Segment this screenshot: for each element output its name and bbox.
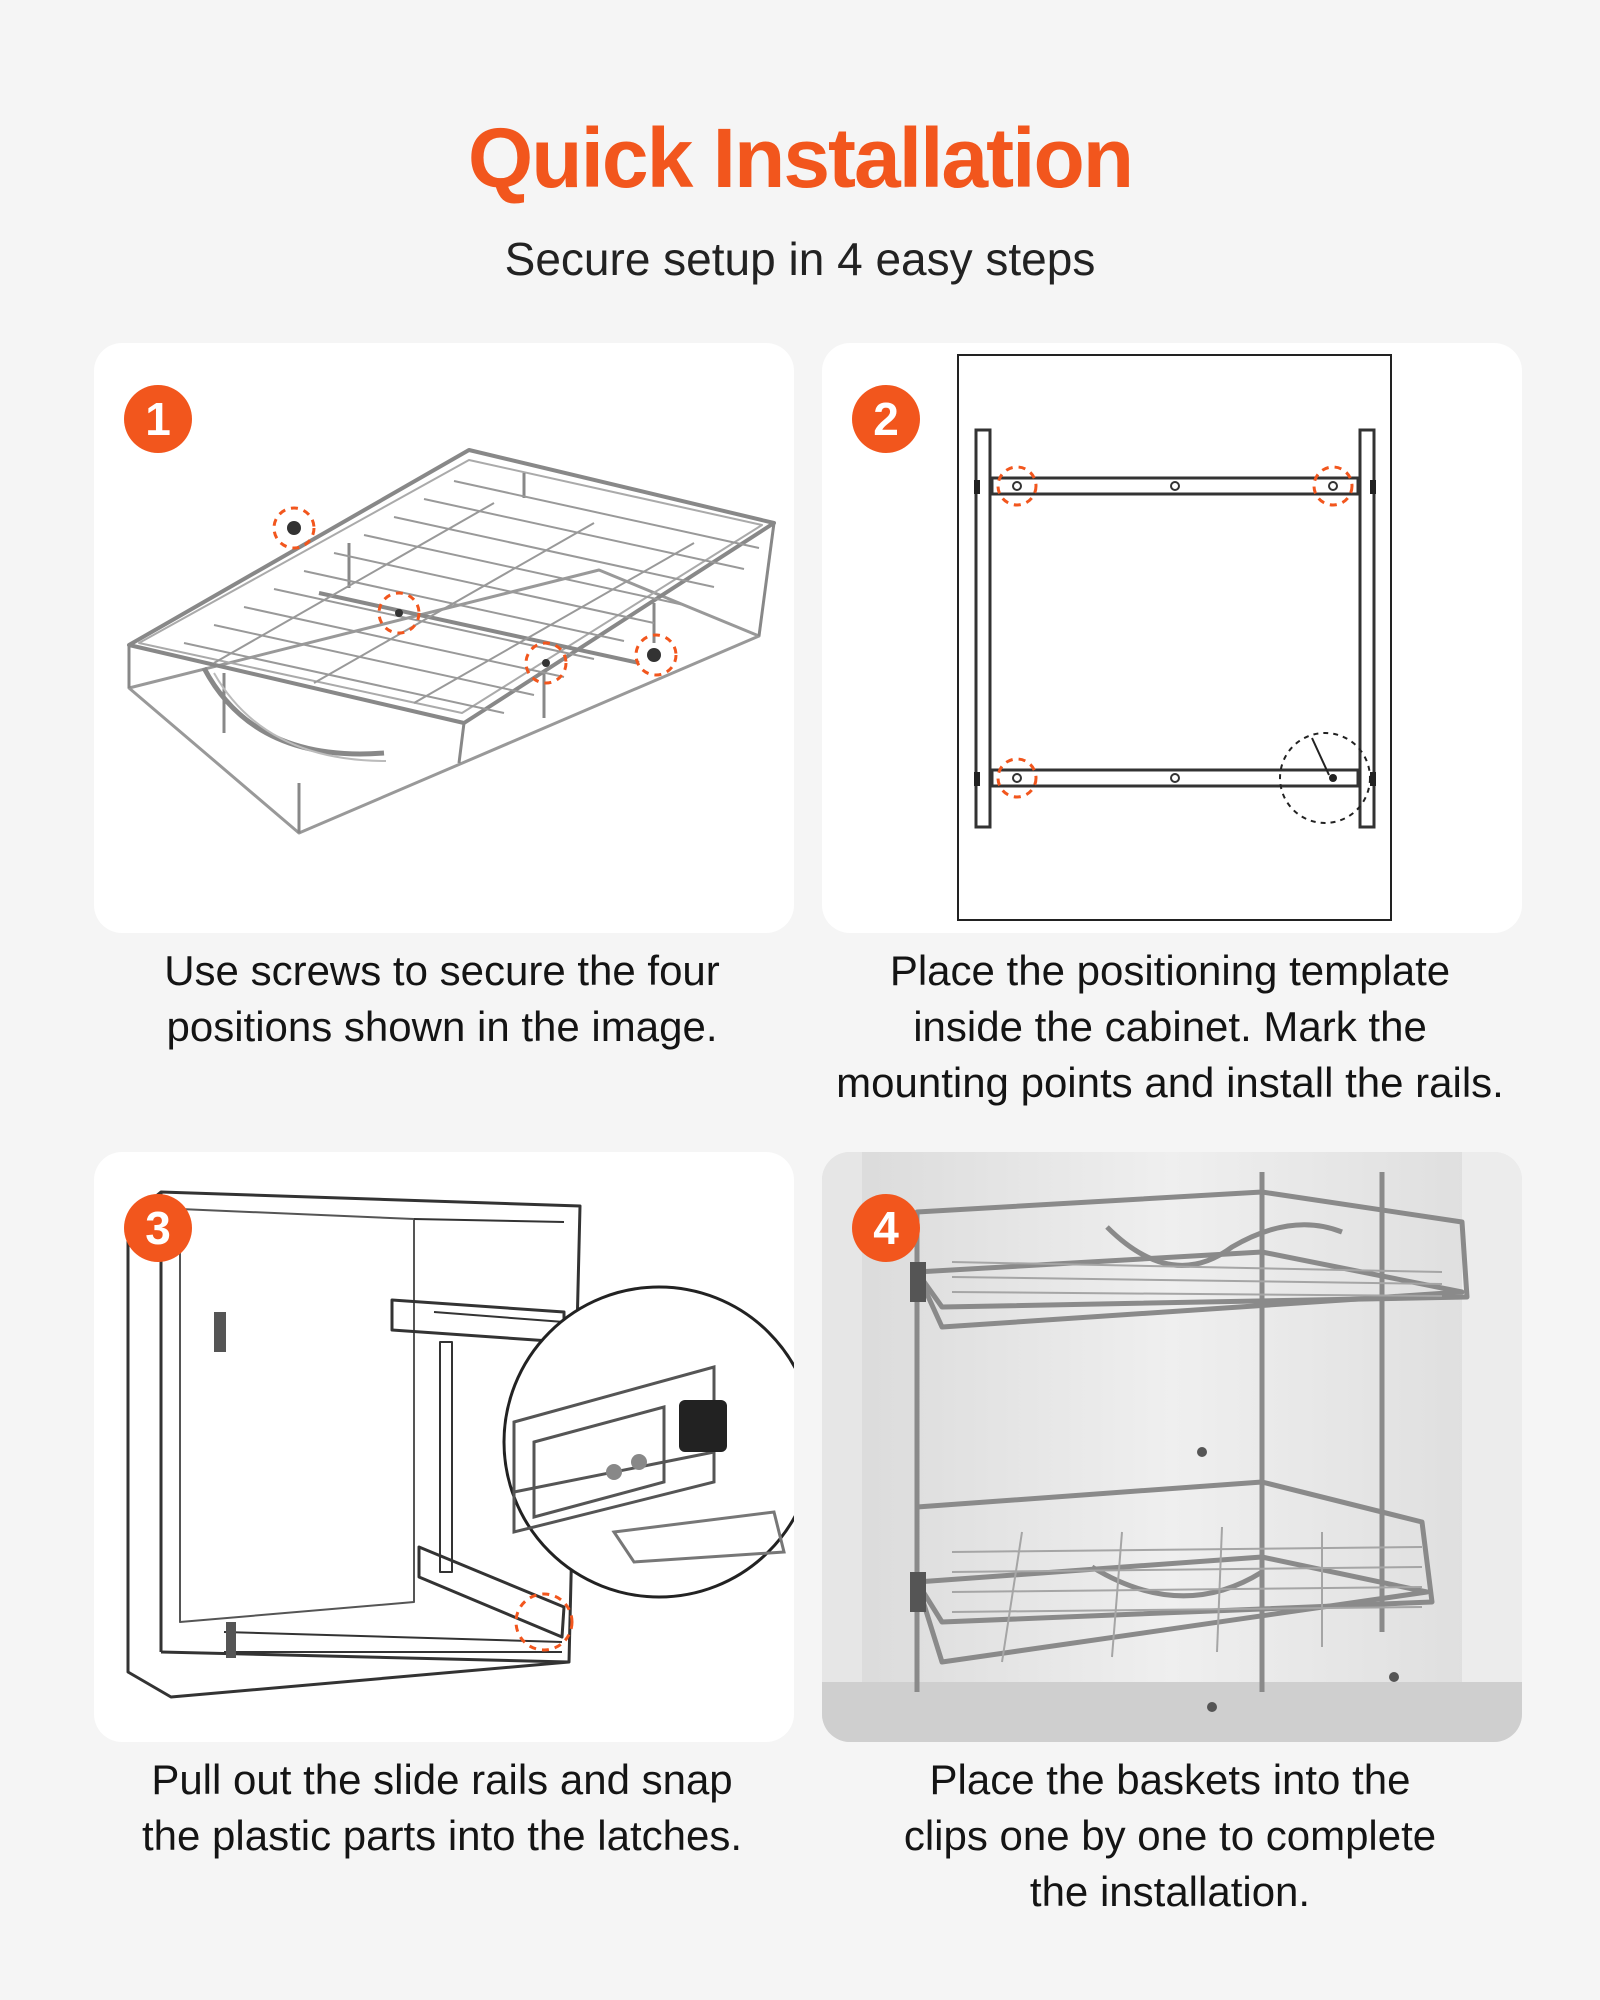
page-title: Quick Installation bbox=[467, 111, 1134, 205]
page-subtitle: Secure setup in 4 easy steps bbox=[504, 233, 1096, 285]
step-3-badge: 3 bbox=[124, 1194, 192, 1262]
step-2-caption-line: mounting points and install the rails. bbox=[836, 1059, 1504, 1106]
step-2-panel: 2 bbox=[822, 343, 1522, 933]
step-1-caption-line: positions shown in the image. bbox=[166, 1003, 718, 1050]
step-4-caption-line: Place the baskets into the bbox=[929, 1756, 1411, 1803]
step-3-panel: 3 bbox=[94, 1152, 794, 1742]
step-2-caption-line: inside the cabinet. Mark the bbox=[913, 1003, 1427, 1050]
step-1-badge: 1 bbox=[124, 385, 192, 453]
step-4-caption-line: the installation. bbox=[1029, 1868, 1311, 1915]
step-4-panel: 4 bbox=[822, 1152, 1522, 1742]
step-3-caption: Pull out the slide rails and snap the pl… bbox=[77, 1752, 807, 1864]
step-1-caption-line: Use screws to secure the four bbox=[164, 947, 720, 994]
step-3-caption-line: Pull out the slide rails and snap bbox=[151, 1756, 733, 1803]
step-4-caption: Place the baskets into the clips one by … bbox=[805, 1752, 1535, 1920]
cabinet-slide-rail-diagram-icon bbox=[126, 1190, 794, 1699]
step-2-caption: Place the positioning template inside th… bbox=[805, 943, 1535, 1111]
step-3-caption-line: the plastic parts into the latches. bbox=[142, 1812, 742, 1859]
step-4-caption-line: clips one by one to complete bbox=[903, 1812, 1437, 1859]
installed-baskets-photo-icon bbox=[822, 1152, 1522, 1742]
step-2-caption-line: Place the positioning template bbox=[889, 947, 1451, 994]
step-2-badge: 2 bbox=[852, 385, 920, 453]
step-1-caption: Use screws to secure the four positions … bbox=[77, 943, 807, 1055]
step-1-panel: 1 bbox=[94, 343, 794, 933]
wire-basket-diagram-icon bbox=[127, 448, 776, 835]
step-4-badge: 4 bbox=[852, 1194, 920, 1262]
positioning-template-diagram-icon bbox=[957, 354, 1392, 921]
